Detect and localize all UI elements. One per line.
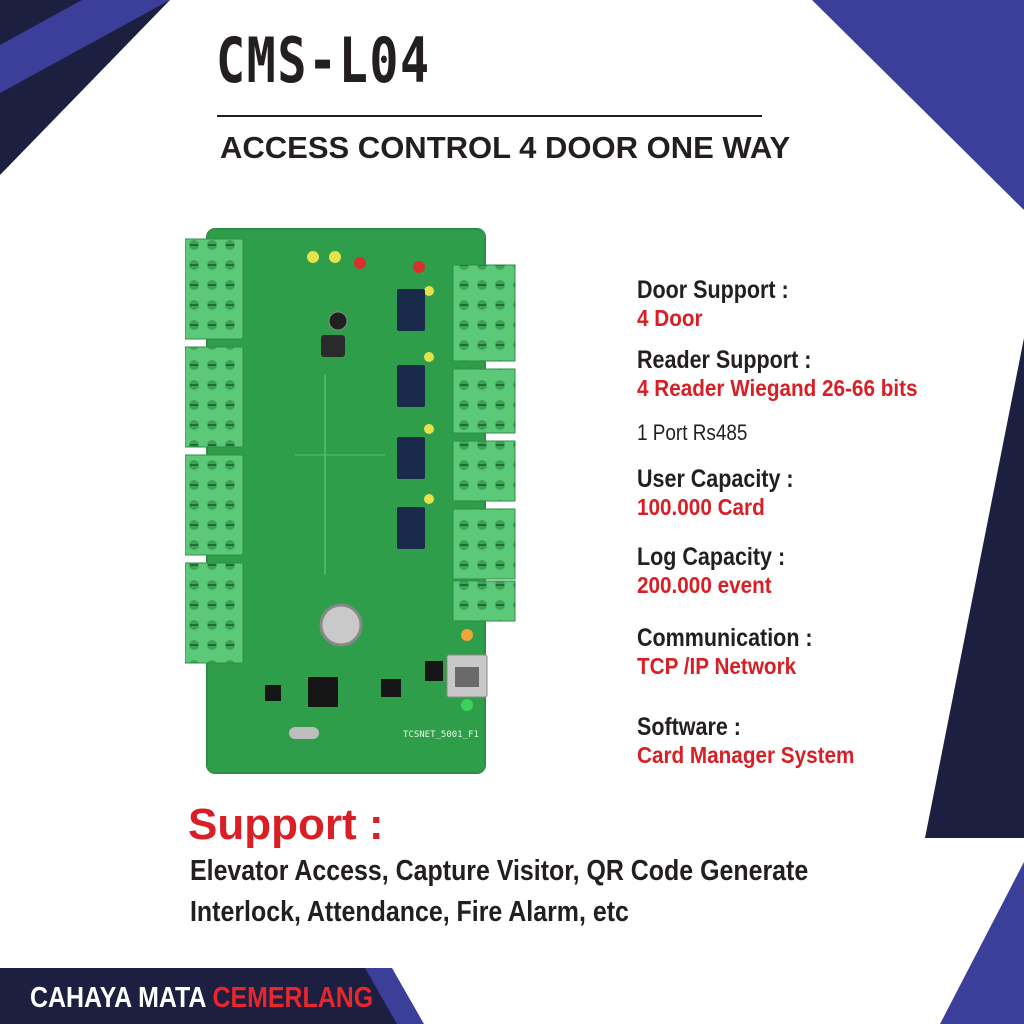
spec-rs485-port: 1 Port Rs485 — [637, 420, 765, 446]
relay-3 — [397, 437, 425, 479]
microcontroller-chip — [308, 677, 338, 707]
title-divider — [217, 115, 762, 117]
relay-1 — [397, 289, 425, 331]
left-terminal-block-4 — [185, 562, 244, 664]
coin-battery — [319, 603, 363, 647]
spec-label: 1 Port Rs485 — [637, 420, 748, 445]
spec-value: 4 Door — [637, 305, 703, 331]
brand-banner-accent — [365, 968, 424, 1024]
right-terminal-block-5 — [452, 580, 516, 622]
right-terminal-block-2 — [452, 368, 516, 434]
led-red-1 — [354, 257, 366, 269]
relay-4 — [397, 507, 425, 549]
spec-reader-support: Reader Support : 4 Reader Wiegand 26-66 … — [637, 346, 949, 402]
led-yellow-1 — [307, 251, 319, 263]
board-silkscreen-label: TCSNET_5001_F1 — [403, 730, 479, 740]
spec-log-capacity: Log Capacity : 200.000 event — [637, 543, 809, 599]
access-control-board-image: TCSNET_5001_F1 — [185, 228, 516, 774]
spec-label: Software : — [637, 713, 741, 741]
pcb-body — [206, 228, 486, 774]
ic-chip-2 — [265, 685, 281, 701]
spec-value: 200.000 event — [637, 572, 772, 598]
left-terminal-block-2 — [185, 346, 244, 448]
inductor — [321, 335, 345, 357]
relay-2 — [397, 365, 425, 407]
support-line-1: Elevator Access, Capture Visitor, QR Cod… — [190, 855, 809, 887]
ic-chip-1 — [381, 679, 401, 697]
spec-label: Communication : — [637, 624, 813, 652]
right-dark-triangle — [925, 338, 1024, 838]
led-red-2 — [413, 261, 425, 273]
ic-chip-3 — [425, 661, 443, 681]
spec-user-capacity: User Capacity : 100.000 Card — [637, 465, 819, 521]
spec-value: 100.000 Card — [637, 494, 765, 520]
product-subtitle: ACCESS CONTROL 4 DOOR ONE WAY — [220, 130, 791, 165]
spec-door-support: Door Support : 4 Door — [637, 276, 813, 332]
spec-value: TCP /IP Network — [637, 653, 797, 679]
left-terminal-block-3 — [185, 454, 244, 556]
spec-value: Card Manager System — [637, 742, 855, 768]
support-heading: Support : — [188, 800, 384, 849]
left-terminal-block-1 — [185, 238, 244, 340]
crystal-oscillator — [289, 727, 319, 739]
support-line-2: Interlock, Attendance, Fire Alarm, etc — [190, 896, 629, 928]
bottom-right-blue-triangle — [940, 862, 1024, 1024]
spec-label: Reader Support : — [637, 346, 812, 374]
spec-label: Door Support : — [637, 276, 789, 304]
spec-label: User Capacity : — [637, 465, 794, 493]
spec-label: Log Capacity : — [637, 543, 786, 571]
brand-name-part1: CAHAYA MATA — [30, 982, 213, 1014]
brand-name: CAHAYA MATA CEMERLANG — [30, 982, 373, 1015]
capacitor — [328, 311, 348, 331]
led-yellow-2 — [329, 251, 341, 263]
right-terminal-block-4 — [452, 508, 516, 580]
brand-name-part2: CEMERLANG — [212, 982, 374, 1014]
top-left-blue-triangle — [0, 0, 170, 93]
right-terminal-block-3 — [452, 440, 516, 502]
spec-software: Software : Card Manager System — [637, 713, 879, 769]
brand-banner — [0, 968, 412, 1024]
right-terminal-block-1 — [452, 264, 516, 362]
spec-value: 4 Reader Wiegand 26-66 bits — [637, 375, 918, 401]
top-right-blue-triangle — [812, 0, 1024, 210]
product-title: CMS-L04 — [216, 24, 431, 97]
spec-communication: Communication : TCP /IP Network — [637, 624, 841, 680]
